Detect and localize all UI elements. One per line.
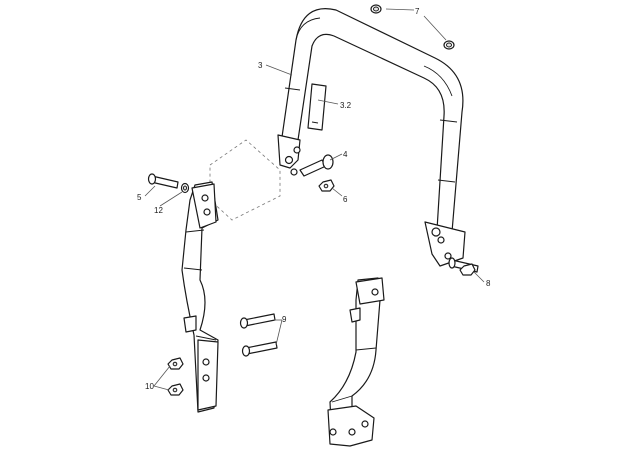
bolt-5 — [147, 173, 179, 189]
callout-3-2: 3.2 — [340, 101, 352, 110]
bolts-9 — [239, 313, 278, 357]
left-lower-tube — [181, 181, 219, 413]
callout-10: 10 — [145, 382, 154, 391]
right-lower-tube — [327, 277, 385, 447]
decal-3-2 — [307, 83, 327, 131]
callout-6: 6 — [343, 195, 348, 204]
nuts-10 — [167, 357, 184, 396]
callout-8: 8 — [486, 279, 491, 288]
callout-labels: 3 3.2 7 4 6 5 12 9 10 8 — [137, 7, 491, 391]
bolt-assembly-8 — [448, 257, 479, 276]
upper-roll-bar — [277, 8, 466, 267]
leader-lines — [144, 8, 485, 391]
nut-6 — [318, 179, 335, 192]
callout-4: 4 — [343, 150, 348, 159]
washer-12 — [180, 182, 190, 194]
callout-3: 3 — [258, 61, 263, 70]
cap-7 — [370, 4, 455, 50]
callout-5: 5 — [137, 193, 142, 202]
dashed-reference-frame — [209, 139, 281, 221]
callout-7: 7 — [415, 7, 420, 16]
callout-12: 12 — [154, 206, 163, 215]
pin-4 — [290, 154, 334, 177]
callout-9: 9 — [282, 315, 287, 324]
